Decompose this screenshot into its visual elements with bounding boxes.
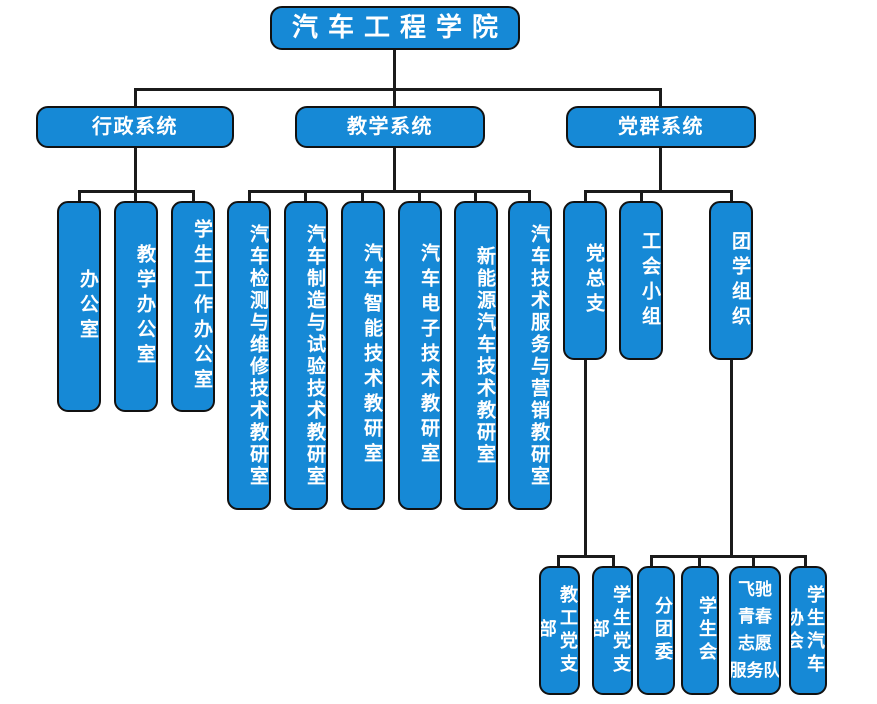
node-system-teaching[interactable]: 教学系统 xyxy=(295,106,485,148)
node-label: 汽车检测与维修技术教研室 xyxy=(247,223,269,488)
node-student-affairs-office[interactable]: 学生工作办公室 xyxy=(171,201,215,412)
node-label: 学生会 xyxy=(696,596,717,665)
node-label: 学生工作办公室 xyxy=(191,219,213,394)
node-label: 汽车技术服务与营销教研室 xyxy=(528,223,550,488)
node-student-party-branch[interactable]: 学生党支部 xyxy=(592,566,633,695)
connector-party-branch-stem xyxy=(584,360,587,555)
node-label-line-4: 服务队 xyxy=(729,661,781,682)
connector-party-stem xyxy=(659,148,662,190)
connector-teaching-child-3 xyxy=(361,190,364,202)
connector-youth-league-child-4 xyxy=(804,555,807,567)
connector-party-child-3 xyxy=(730,190,733,202)
connector-teaching-stem xyxy=(393,148,396,190)
node-vehicle-manufacturing-testing-dept[interactable]: 汽车制造与试验技术教研室 xyxy=(284,201,328,510)
node-label-line-2: 青春 xyxy=(738,606,772,627)
node-label: 教学系统 xyxy=(347,114,433,139)
connector-youth-league-child-2 xyxy=(698,555,701,567)
connector-teaching-child-5 xyxy=(474,190,477,202)
node-system-party[interactable]: 党群系统 xyxy=(566,106,756,148)
connector-root-stem xyxy=(393,50,396,88)
connector-admin-stem xyxy=(134,148,137,190)
connector-party-child-2 xyxy=(640,190,643,202)
node-feichi-youth-volunteer-team[interactable]: 飞驰 青春 志愿 服务队 xyxy=(729,566,781,695)
node-label: 党总支 xyxy=(583,243,605,318)
node-label: 教工党支部 xyxy=(539,584,578,677)
node-root-college[interactable]: 汽车工程学院 xyxy=(270,6,520,50)
node-new-energy-vehicle-dept[interactable]: 新能源汽车技术教研室 xyxy=(454,201,498,510)
node-label: 行政系统 xyxy=(92,114,178,139)
connector-youth-league-child-1 xyxy=(650,555,653,567)
node-label: 学生汽车协会 xyxy=(789,584,825,677)
connector-to-teaching-system xyxy=(393,88,396,106)
connector-teaching-child-6 xyxy=(528,190,531,202)
connector-teaching-child-1 xyxy=(248,190,251,202)
connector-youth-league-child-3 xyxy=(752,555,755,567)
node-vehicle-electronics-dept[interactable]: 汽车电子技术教研室 xyxy=(398,201,442,510)
connector-party-branch-child-1 xyxy=(557,555,560,567)
node-label: 工会小组 xyxy=(639,230,661,331)
node-student-union[interactable]: 学生会 xyxy=(681,566,719,695)
connector-admin-child-3 xyxy=(192,190,195,202)
connector-teaching-bar xyxy=(248,190,531,193)
node-labor-union-group[interactable]: 工会小组 xyxy=(619,201,663,360)
node-label-line-1: 飞驰 xyxy=(738,579,772,600)
connector-level2-bar xyxy=(134,88,662,91)
node-label: 办公室 xyxy=(77,269,99,344)
node-vehicle-intelligent-technology-dept[interactable]: 汽车智能技术教研室 xyxy=(341,201,385,510)
connector-to-party-system xyxy=(659,88,662,106)
node-party-general-branch[interactable]: 党总支 xyxy=(563,201,607,360)
connector-youth-league-bar xyxy=(650,555,807,558)
node-label: 团学组织 xyxy=(729,230,751,331)
connector-party-child-1 xyxy=(584,190,587,202)
node-vehicle-service-marketing-dept[interactable]: 汽车技术服务与营销教研室 xyxy=(508,201,552,510)
connector-admin-child-1 xyxy=(78,190,81,202)
node-label: 汽车智能技术教研室 xyxy=(361,243,383,468)
node-label: 党群系统 xyxy=(618,114,704,139)
connector-party-branch-bar xyxy=(557,555,615,558)
node-faculty-party-branch[interactable]: 教工党支部 xyxy=(539,566,580,695)
node-label: 新能源汽车技术教研室 xyxy=(474,245,496,466)
connector-teaching-child-4 xyxy=(418,190,421,202)
connector-youth-league-stem xyxy=(730,360,733,555)
node-admin-office[interactable]: 办公室 xyxy=(57,201,101,412)
node-teaching-office[interactable]: 教学办公室 xyxy=(114,201,158,412)
connector-admin-child-2 xyxy=(134,190,137,202)
connector-party-branch-child-2 xyxy=(612,555,615,567)
node-label-line-3: 志愿 xyxy=(738,634,772,655)
connector-party-bar xyxy=(584,190,733,193)
node-label: 汽车制造与试验技术教研室 xyxy=(304,223,326,488)
node-label: 汽车电子技术教研室 xyxy=(418,243,440,468)
node-label: 汽车工程学院 xyxy=(291,12,508,43)
node-label: 分团委 xyxy=(652,596,673,665)
node-system-administrative[interactable]: 行政系统 xyxy=(36,106,234,148)
node-label: 教学办公室 xyxy=(134,244,156,369)
connector-teaching-child-2 xyxy=(304,190,307,202)
node-student-auto-association[interactable]: 学生汽车协会 xyxy=(789,566,827,695)
node-branch-youth-league-committee[interactable]: 分团委 xyxy=(637,566,675,695)
connector-to-admin-system xyxy=(134,88,137,106)
node-youth-league-student-org[interactable]: 团学组织 xyxy=(709,201,753,360)
node-vehicle-inspection-maintenance-dept[interactable]: 汽车检测与维修技术教研室 xyxy=(227,201,271,510)
node-label: 学生党支部 xyxy=(592,584,631,677)
